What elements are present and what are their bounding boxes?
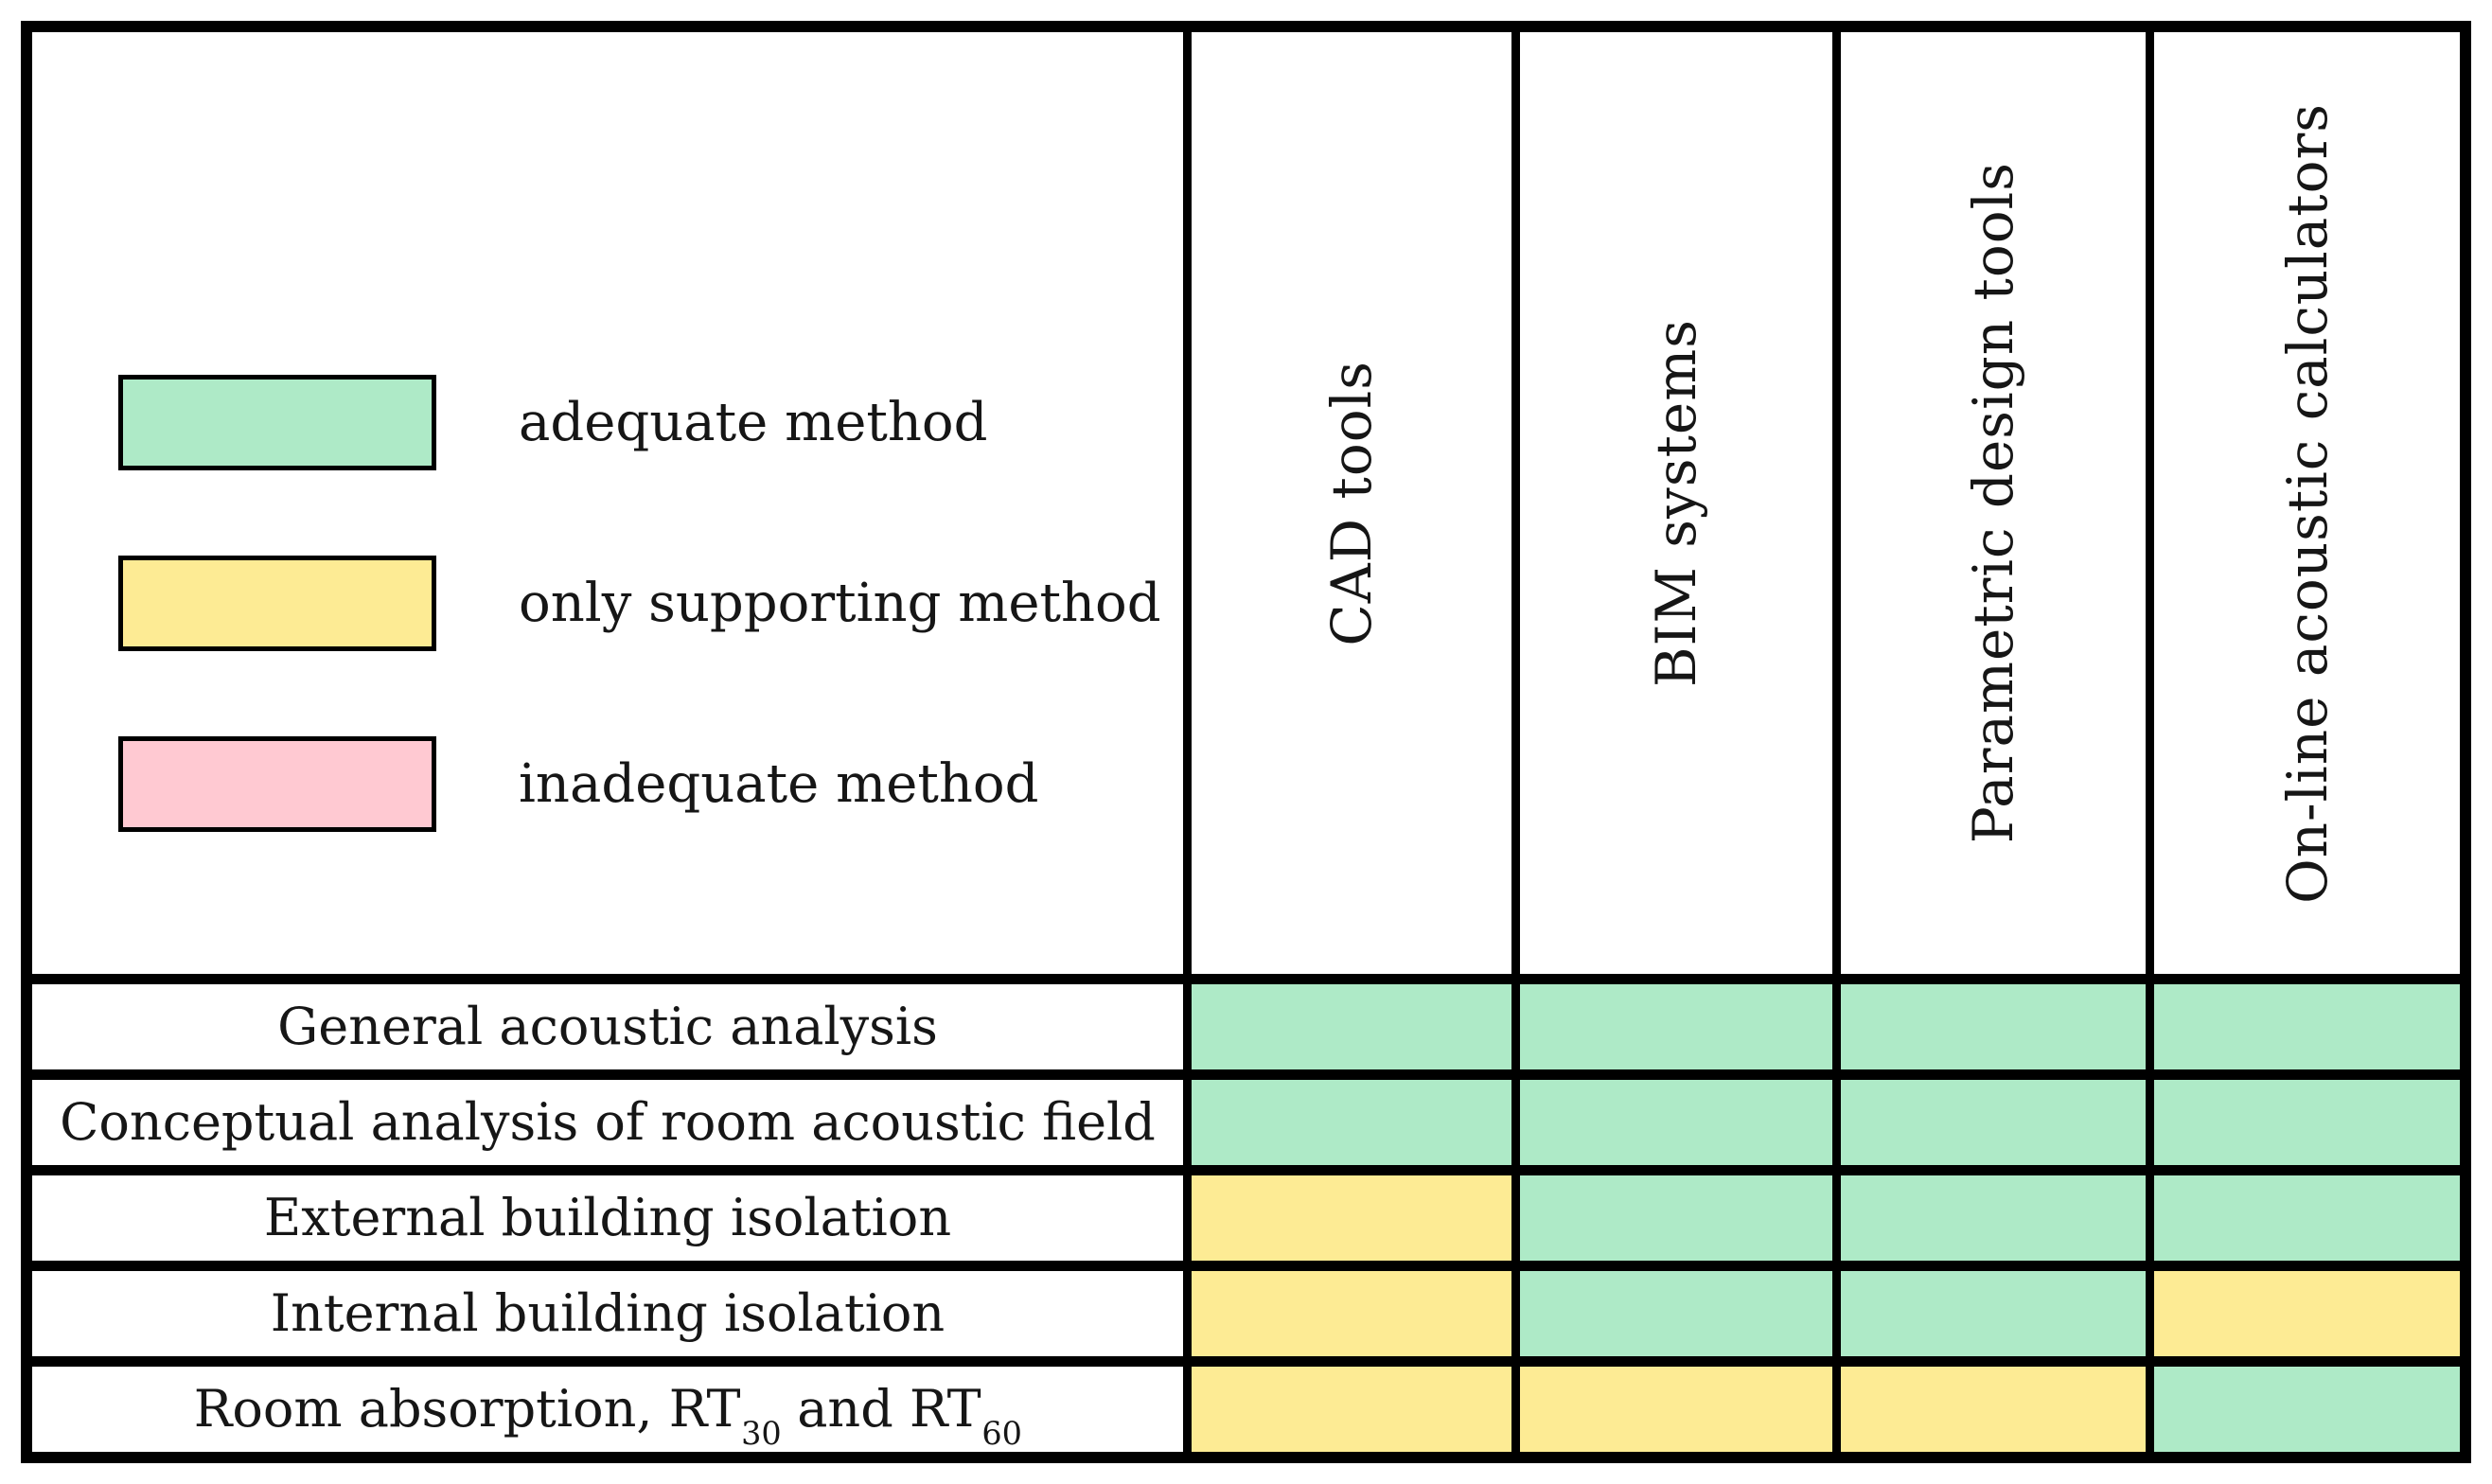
legend: adequate method only supporting method i…: [118, 375, 1161, 832]
cell-general-parametric: [1841, 984, 2146, 1069]
row-label-general-acoustic-analysis: General acoustic analysis: [32, 984, 1183, 1069]
cell-general-bim: [1520, 984, 1832, 1069]
row-label-text: Internal building isolation: [270, 1283, 946, 1343]
row-label-text: Conceptual analysis of room acoustic fie…: [60, 1092, 1156, 1152]
cell-conceptual-bim: [1520, 1080, 1832, 1165]
row-label-text: General acoustic analysis: [277, 997, 938, 1056]
legend-item-only-supporting-method: only supporting method: [118, 556, 1161, 651]
inadequate-method-swatch: [118, 736, 436, 832]
legend-item-inadequate-method: inadequate method: [118, 736, 1161, 832]
row-label-text: External building isolation: [263, 1188, 952, 1247]
column-header-parametric-design-tools: Parametric design tools: [1841, 32, 2146, 974]
legend-item-adequate-method: adequate method: [118, 375, 1161, 470]
cell-internal-bim: [1520, 1271, 1832, 1356]
cell-conceptual-cad: [1192, 1080, 1511, 1165]
cell-absorption-parametric: [1841, 1367, 2146, 1452]
column-header-bim-systems: BIM systems: [1520, 32, 1832, 974]
cell-external-cad: [1192, 1175, 1511, 1261]
legend-cell: adequate method only supporting method i…: [32, 32, 1183, 974]
rt60-subscript: 60: [981, 1415, 1022, 1452]
row-label-conceptual-analysis: Conceptual analysis of room acoustic fie…: [32, 1080, 1183, 1165]
cell-general-cad: [1192, 984, 1511, 1069]
legend-label: only supporting method: [519, 572, 1161, 634]
methods-tools-matrix-figure: adequate method only supporting method i…: [21, 21, 2471, 1463]
cell-internal-cad: [1192, 1271, 1511, 1356]
column-header-online-acoustic-calculators: On-line acoustic calculators: [2154, 32, 2460, 974]
cell-absorption-online: [2154, 1367, 2460, 1452]
row-label-room-absorption-rt30-rt60: Room absorption, RT30 and RT60: [32, 1367, 1183, 1452]
column-header-label: BIM systems: [1644, 318, 1708, 688]
legend-label: inadequate method: [519, 752, 1039, 815]
rt30-subscript: 30: [741, 1415, 782, 1452]
cell-external-parametric: [1841, 1175, 2146, 1261]
cell-general-online: [2154, 984, 2460, 1069]
cell-absorption-bim: [1520, 1367, 1832, 1452]
supporting-method-swatch: [118, 556, 436, 651]
cell-internal-parametric: [1841, 1271, 2146, 1356]
legend-label: adequate method: [519, 391, 988, 453]
column-header-label: On-line acoustic calculators: [2274, 102, 2340, 904]
row-label-external-building-isolation: External building isolation: [32, 1175, 1183, 1261]
column-header-cad-tools: CAD tools: [1192, 32, 1511, 974]
cell-conceptual-online: [2154, 1080, 2460, 1165]
matrix-grid: adequate method only supporting method i…: [32, 32, 2460, 1452]
cell-internal-online: [2154, 1271, 2460, 1356]
cell-conceptual-parametric: [1841, 1080, 2146, 1165]
cell-absorption-cad: [1192, 1367, 1511, 1452]
cell-external-online: [2154, 1175, 2460, 1261]
cell-external-bim: [1520, 1175, 1832, 1261]
row-label-internal-building-isolation: Internal building isolation: [32, 1271, 1183, 1356]
adequate-method-swatch: [118, 375, 436, 470]
column-header-label: CAD tools: [1319, 360, 1384, 646]
column-header-label: Parametric design tools: [1961, 162, 2025, 844]
row-label-text: Room absorption, RT30 and RT60: [193, 1379, 1022, 1452]
